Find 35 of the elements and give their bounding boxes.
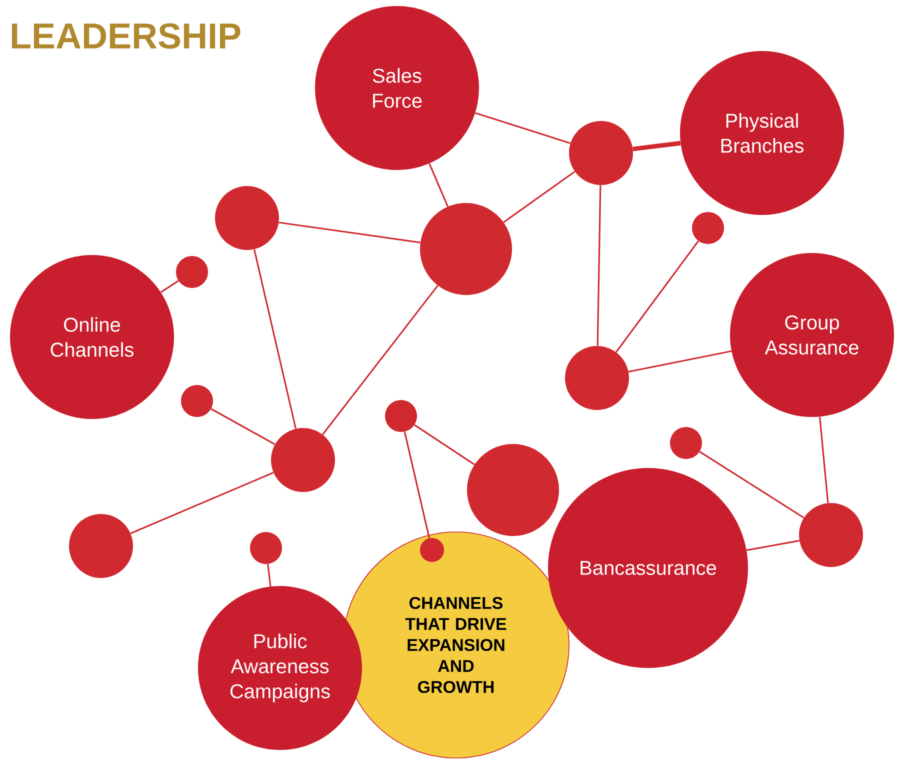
connector-line [253,249,297,429]
connector-line [428,163,449,207]
connector-line [130,472,274,534]
connector-line [210,408,276,446]
connector-line [475,112,571,144]
dot-circle [181,385,213,417]
connector-line [278,222,420,244]
dot-circle [215,186,279,250]
connector-line [503,171,576,223]
connector-line [699,451,804,518]
connector-line [628,350,732,372]
dot-circle [250,532,282,564]
dot-circle [565,346,629,410]
dot-circle [569,121,633,185]
connector-line [322,285,438,435]
dot-circle [420,203,512,295]
dot-circle [692,212,724,244]
connector-line [160,280,179,293]
dot-circle [420,538,444,562]
dot-circle [69,514,133,578]
title: LEADERSHIP [12,23,240,49]
dot-circle [467,444,559,536]
connector-line [818,416,829,504]
connector-line [596,185,602,346]
connector-line [746,540,800,551]
dot-circle [799,503,863,567]
connector-line [404,432,430,538]
dot-circle [176,256,208,288]
connector-line [616,240,699,353]
dot-circle [670,427,702,459]
dot-circle [271,428,335,492]
connector-line [414,424,475,466]
connector-line [267,564,272,586]
dot-circle [385,400,417,432]
connector-line [632,140,681,152]
